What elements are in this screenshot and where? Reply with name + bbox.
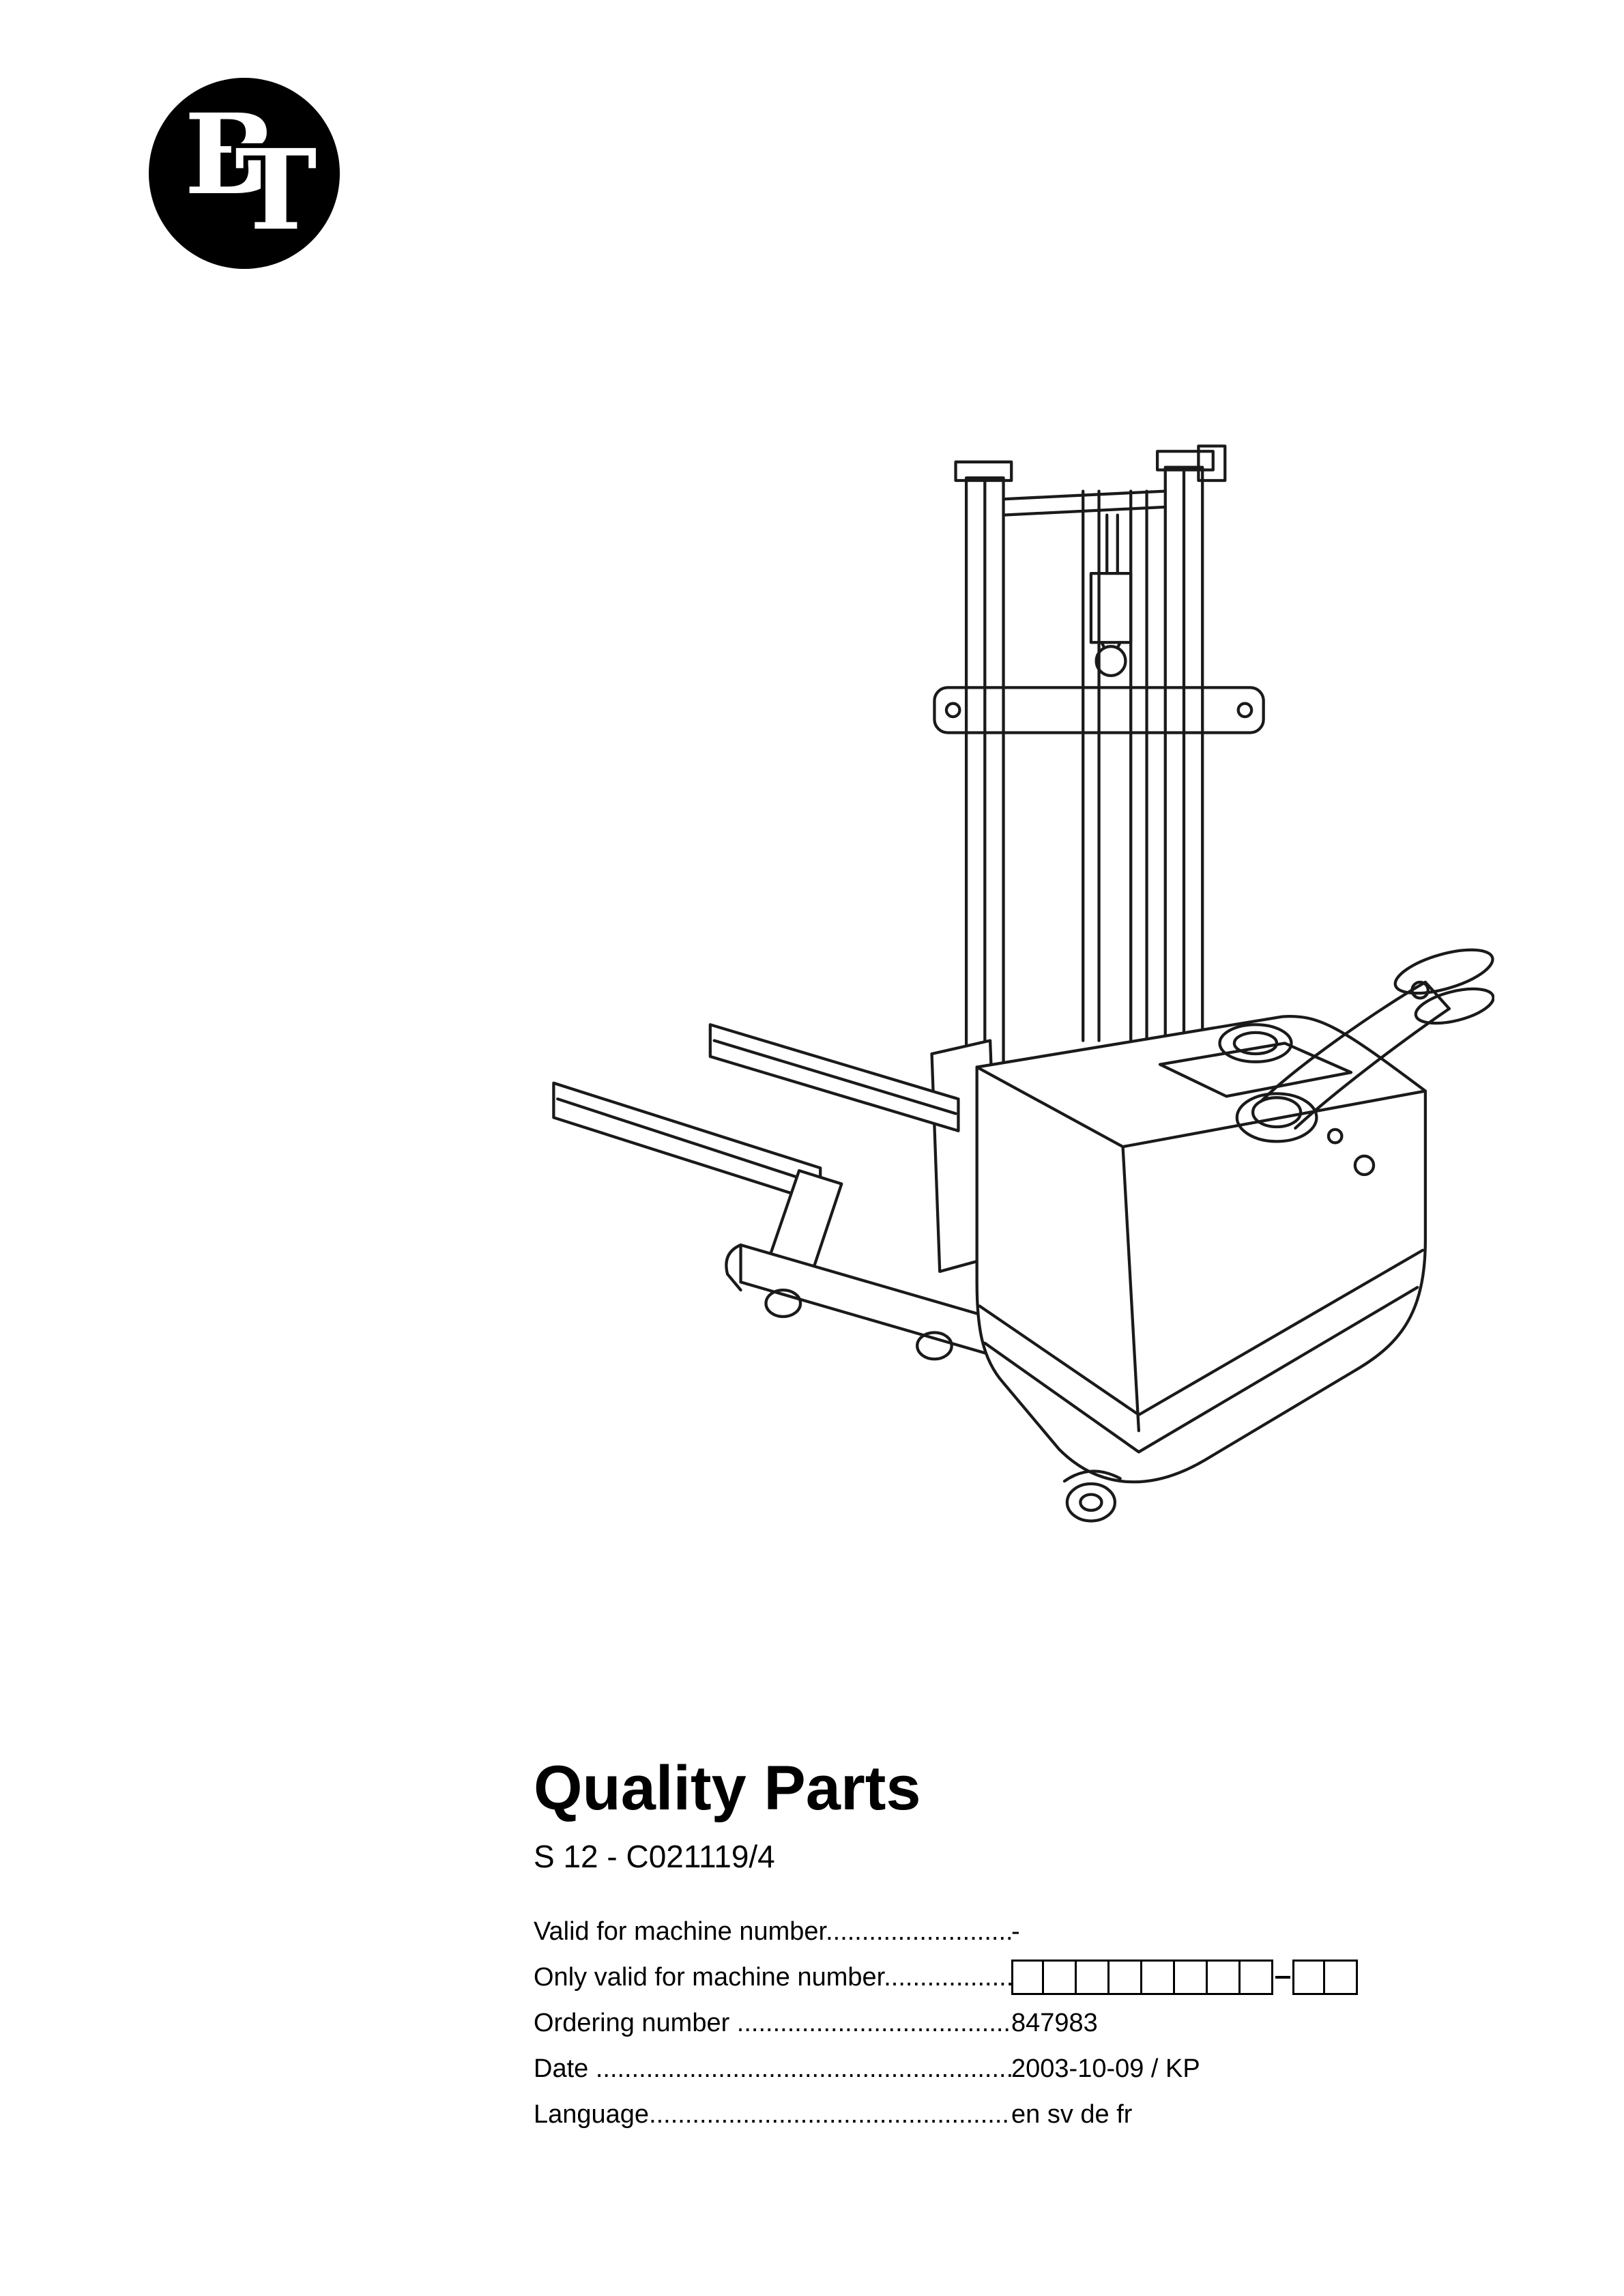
field-row: Ordering number ........................… [534,2000,1530,2046]
machine-number-box [1077,1960,1110,1996]
page-title: Quality Parts [534,1753,921,1823]
drive-wheel [1065,1482,1117,1523]
tiller-handle [1393,948,1494,995]
machine-number-box-group [1011,1960,1273,1996]
box-group-separator [1275,1976,1290,1979]
chassis-body [975,1015,1427,1484]
field-row: Only valid for machine number...........… [534,1955,1530,2000]
field-label: Date ...................................… [534,2054,1011,2083]
machine-number-box [1142,1960,1175,1996]
machine-number-box-group [1292,1960,1358,1996]
machine-number-box [1110,1960,1142,1996]
field-value [1011,1960,1358,1996]
machine-number-box [1175,1960,1208,1996]
field-value: - [1011,1917,1020,1946]
machine-number-box [1208,1960,1241,1996]
machine-number-box [1241,1960,1273,1996]
machine-number-box [1011,1960,1044,1996]
model-number: S 12 - C021119/4 [534,1838,775,1874]
title-block: Quality Parts S 12 - C021119/4 Valid for… [534,1755,1530,2138]
machine-number-box [1325,1960,1358,1996]
field-value: 847983 [1011,2008,1098,2037]
forklift-figure [539,437,1495,1577]
logo-letter-t: T [235,126,317,255]
logo-letter-b: B [184,90,278,220]
field-row: Valid for machine number................… [534,1909,1530,1955]
field-value: 2003-10-09 / KP [1011,2054,1200,2083]
field-row: Date ...................................… [534,2046,1530,2092]
field-label: Valid for machine number................… [534,1917,1011,1946]
bt-logo: B T T [149,78,340,269]
field-label: Language................................… [534,2099,1011,2129]
tiller-arm [1259,980,1427,1104]
field-row: Language................................… [534,2092,1530,2138]
field-label: Ordering number ........................… [534,2008,1011,2037]
field-value: en sv de fr [1011,2099,1133,2129]
fields-list: Valid for machine number................… [534,1909,1530,2138]
machine-number-box [1292,1960,1325,1996]
forklift-line-drawing-svg [552,444,1495,1523]
fork-near [552,1081,822,1204]
logo-letter-t-outline: T [230,126,322,255]
machine-number-box [1044,1960,1077,1996]
field-label: Only valid for machine number...........… [534,1962,1011,1992]
